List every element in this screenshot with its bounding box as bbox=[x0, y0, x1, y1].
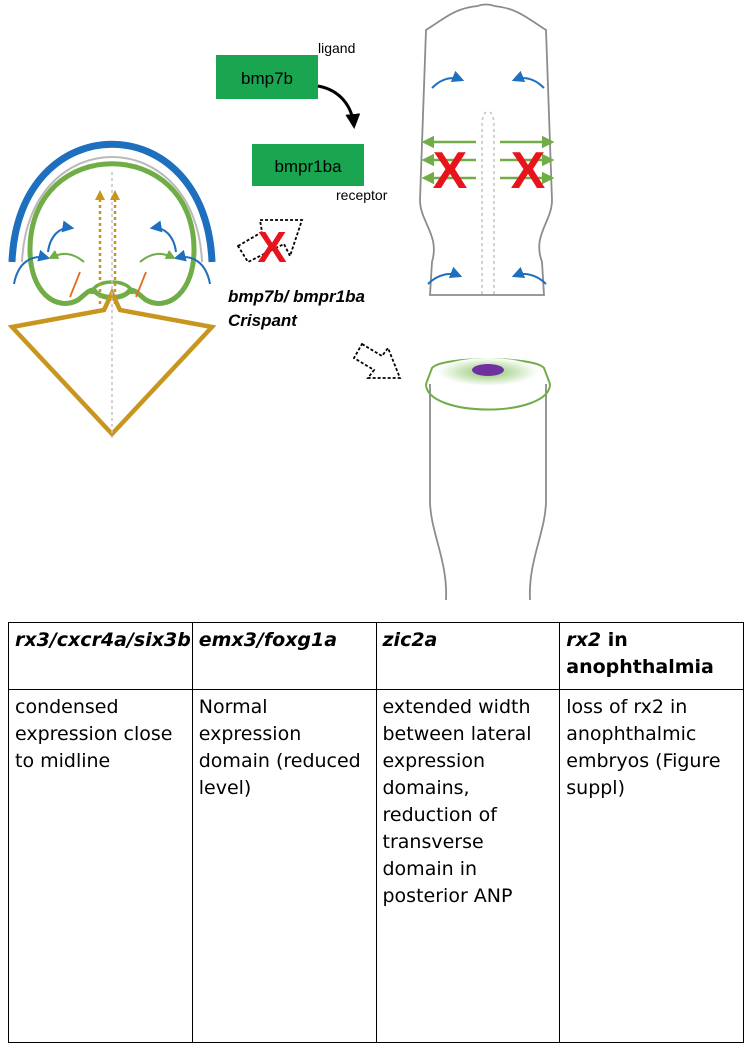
table-row: condensed expression close to midline No… bbox=[8, 689, 744, 1043]
mechanism-diagram: bmp7b ligand bmpr1ba receptor X bmp7b/ b… bbox=[7, 3, 555, 600]
ligand-box bbox=[216, 55, 318, 99]
cell-rx2-anophthalmia: loss of rx2 in anophthalmic embryos (Fig… bbox=[559, 689, 744, 1043]
receptor-box-text: bmpr1ba bbox=[274, 157, 342, 176]
rx2-spot bbox=[472, 364, 504, 376]
red-x-mark-right: X bbox=[511, 142, 546, 200]
green-arrow-right bbox=[139, 249, 176, 263]
lower-embryo-outline bbox=[429, 384, 547, 600]
green-outline bbox=[27, 161, 197, 306]
blue-arrow-left-lower bbox=[13, 249, 51, 285]
anophthalmic-embryo bbox=[425, 358, 551, 600]
head-disc-front bbox=[425, 383, 551, 411]
cell-zic2a: extended width between lateral expressio… bbox=[375, 689, 561, 1043]
header-rx2-anophthalmia: rx2 in anophthalmia bbox=[559, 622, 744, 690]
blue-arrow-upper-right bbox=[511, 70, 545, 89]
blue-arrow-upper-left bbox=[431, 70, 465, 89]
table-header-row: rx3/cxcr4a/six3b emx3/foxg1a zic2a rx2 i… bbox=[8, 622, 744, 690]
signaling-pathway: bmp7b ligand bmpr1ba receptor X bmp7b/ b… bbox=[216, 40, 402, 379]
orange-line-right bbox=[135, 271, 147, 298]
ligand-to-receptor-arrow bbox=[317, 84, 361, 129]
crispant-label-line1: bmp7b/ bmpr1ba bbox=[228, 287, 365, 306]
embryo-dorsal-view: X X bbox=[419, 3, 555, 296]
receptor-box bbox=[252, 144, 364, 186]
header-zic2a: zic2a bbox=[375, 622, 561, 690]
gray-arc bbox=[21, 156, 203, 263]
cell-rx3-cxcr4a-six3b: condensed expression close to midline bbox=[8, 689, 193, 1043]
crossed-arrow bbox=[236, 219, 304, 264]
ligand-label: ligand bbox=[318, 40, 355, 56]
ligand-box-text: bmp7b bbox=[241, 69, 293, 88]
orange-line-left bbox=[69, 271, 81, 298]
blue-arrow-right-lower bbox=[173, 249, 211, 285]
blue-arrow-lower-right bbox=[511, 266, 547, 285]
outcome-arrow bbox=[352, 342, 402, 379]
receptor-label: receptor bbox=[336, 187, 388, 203]
gold-base bbox=[7, 287, 217, 438]
expression-summary-table: rx3/cxcr4a/six3b emx3/foxg1a zic2a rx2 i… bbox=[8, 622, 744, 1043]
crispant-label-line2: Crispant bbox=[228, 311, 298, 330]
cross-section-schematic bbox=[7, 140, 217, 438]
blue-outer-arc bbox=[8, 140, 216, 263]
green-arrow-left bbox=[48, 249, 85, 263]
header-emx3-foxg1a: emx3/foxg1a bbox=[191, 622, 377, 690]
neural-midline bbox=[481, 111, 495, 295]
cell-emx3-foxg1a: Normal expression domain (reduced level) bbox=[191, 689, 377, 1043]
blue-arrow-lower-left bbox=[427, 266, 463, 285]
red-x-mark-small: X bbox=[257, 223, 286, 272]
blue-arrow-right-upper bbox=[149, 220, 177, 253]
header-rx3-cxcr4a-six3b: rx3/cxcr4a/six3b bbox=[8, 622, 193, 690]
blue-arrow-left-upper bbox=[47, 220, 75, 253]
red-x-mark-left: X bbox=[433, 142, 468, 200]
